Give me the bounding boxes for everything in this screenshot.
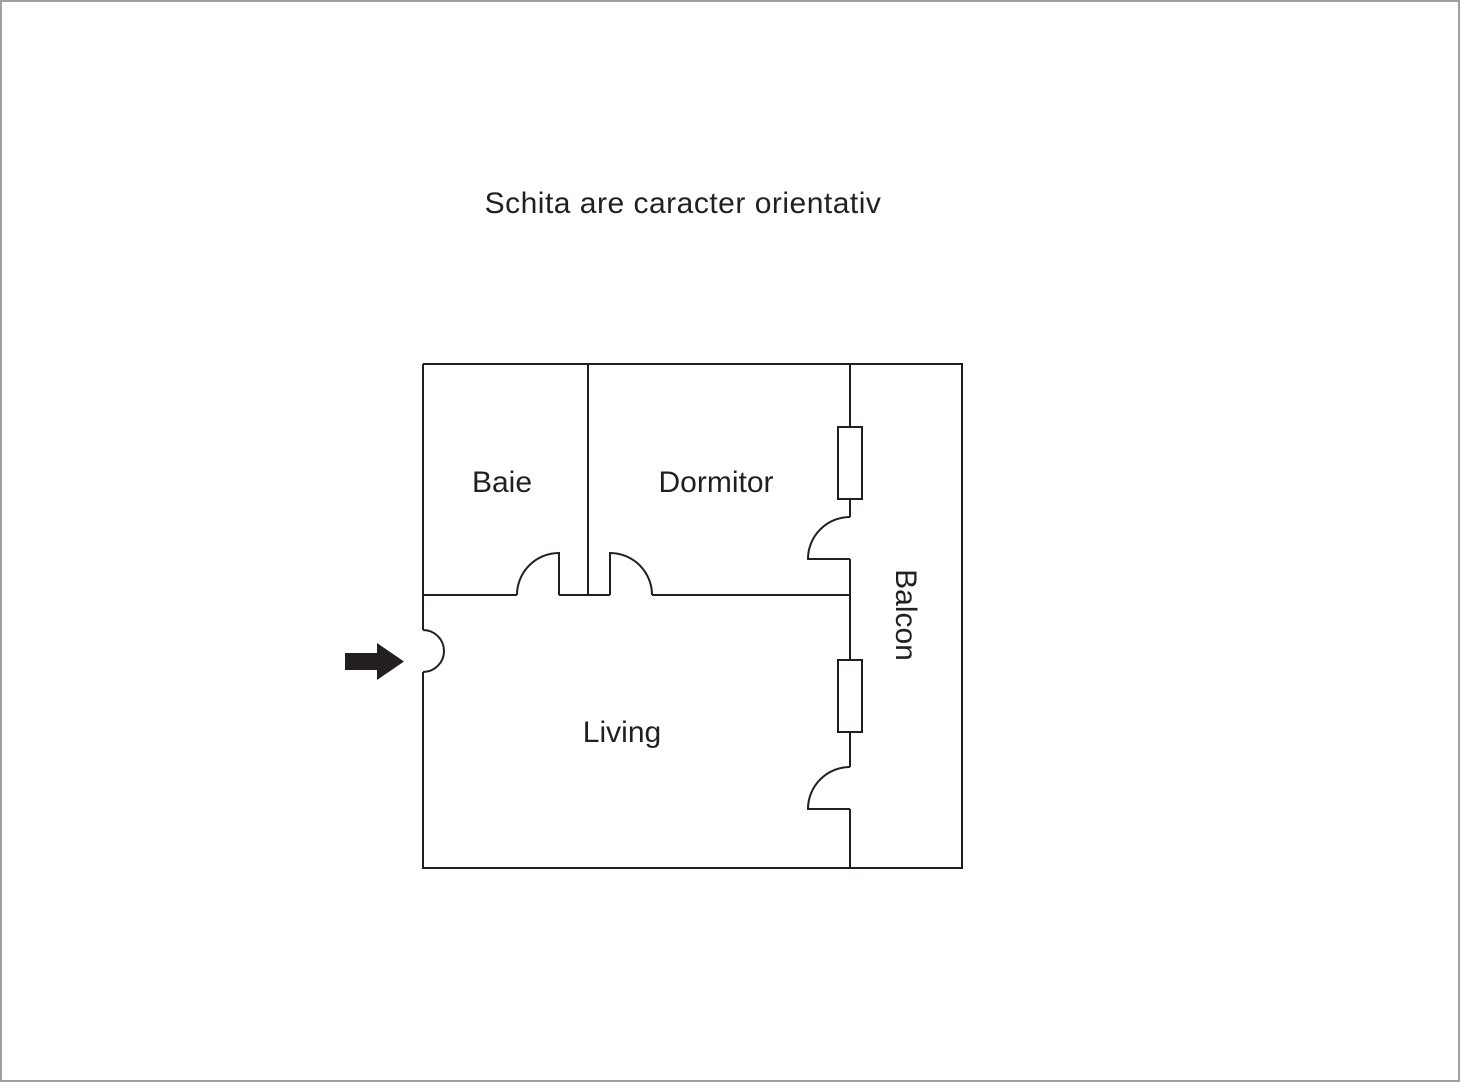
room-label-dormitor: Dormitor — [658, 466, 774, 499]
dormitor-window — [837, 426, 863, 500]
windows — [837, 426, 863, 733]
entrance-arrow-icon — [345, 643, 404, 680]
living-window — [837, 659, 863, 733]
walls — [422, 363, 963, 869]
dormitor-balcon-door-arc — [806, 516, 851, 560]
room-label-baie: Baie — [471, 466, 533, 499]
outer-walls — [422, 363, 963, 869]
disclaimer-title: Schita are caracter orientativ — [484, 187, 882, 220]
living-balcon-door-arc — [806, 766, 851, 810]
baie-door-arc — [516, 551, 560, 596]
room-label-balcon: Balcon — [889, 569, 922, 661]
dormitor-door-arc — [609, 551, 653, 596]
entrance-door-arc — [422, 629, 445, 673]
room-label-living: Living — [582, 716, 662, 749]
doors — [422, 516, 851, 810]
